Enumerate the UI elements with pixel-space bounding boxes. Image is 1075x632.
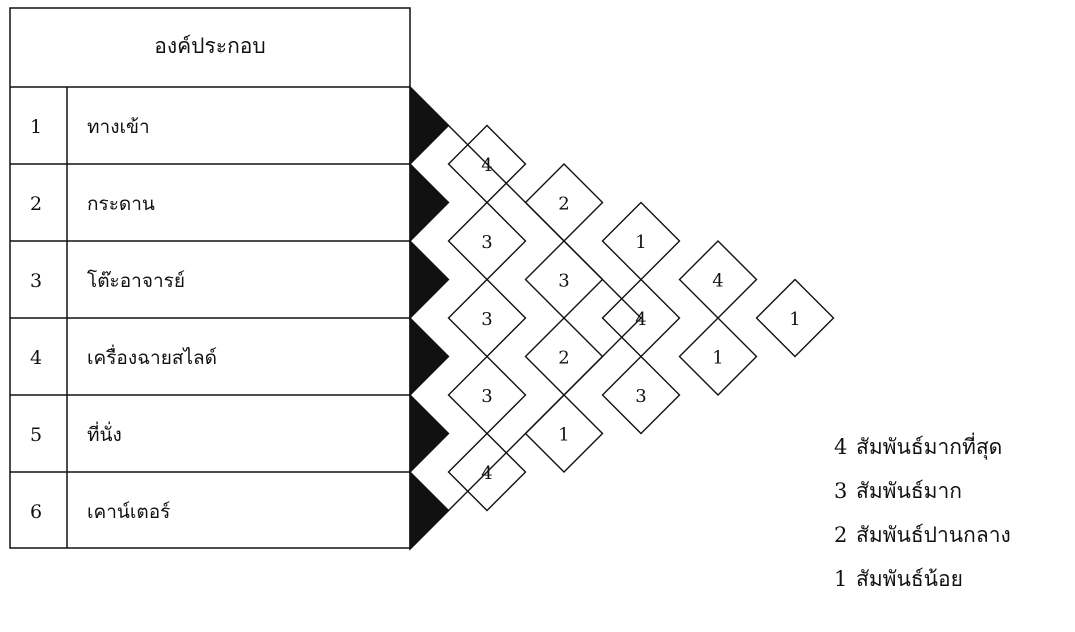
relationship-value: 4 — [481, 463, 492, 484]
legend-level: 4 — [834, 425, 856, 469]
relationship-value: 1 — [635, 232, 646, 253]
relationship-value: 4 — [481, 155, 492, 176]
row-marker — [410, 318, 449, 395]
relationship-value: 3 — [635, 386, 646, 407]
relationship-matrix: 4 2 1 4 1 3 3 4 1 3 2 3 3 1 4 — [410, 87, 834, 549]
row-marker — [410, 395, 449, 472]
table-header: องค์ประกอบ — [154, 34, 265, 58]
relationship-value: 4 — [712, 271, 723, 292]
row-number: 2 — [30, 193, 42, 215]
row-number: 4 — [30, 347, 42, 369]
row-label: ที่นั่ง — [87, 421, 122, 446]
legend-text: สัมพันธ์น้อย — [856, 567, 963, 591]
relationship-value: 1 — [558, 425, 569, 446]
row-label: กระดาน — [87, 193, 155, 215]
row-number: 5 — [30, 424, 42, 446]
relationship-value: 3 — [481, 232, 492, 253]
row-marker — [410, 87, 449, 164]
relationship-value: 1 — [789, 309, 800, 330]
row-number: 1 — [30, 116, 42, 138]
relationship-value: 3 — [481, 386, 492, 407]
components-table: องค์ประกอบ 1 ทางเข้า 2 กระดาน 3 โต๊ะอาจา… — [10, 8, 410, 548]
row-number: 3 — [30, 270, 42, 292]
row-number: 6 — [30, 501, 42, 523]
legend-level: 3 — [834, 469, 856, 513]
table-border — [10, 8, 410, 548]
row-marker — [410, 241, 449, 318]
relationship-value: 4 — [635, 309, 646, 330]
legend-text: สัมพันธ์มาก — [856, 479, 962, 503]
row-label: โต๊ะอาจารย์ — [87, 269, 185, 292]
row-label: เคาน์เตอร์ — [87, 501, 170, 523]
relationship-value: 3 — [481, 309, 492, 330]
row-label: ทางเข้า — [87, 116, 150, 138]
relationship-value: 2 — [558, 194, 569, 215]
row-marker — [410, 164, 449, 241]
relationship-value: 3 — [558, 271, 569, 292]
legend-level: 2 — [834, 513, 856, 557]
legend-level: 1 — [834, 557, 856, 601]
relationship-value: 2 — [558, 348, 569, 369]
relationship-value: 1 — [712, 348, 723, 369]
legend-text: สัมพันธ์ปานกลาง — [856, 523, 1011, 547]
row-marker — [410, 472, 449, 549]
legend-text: สัมพันธ์มากที่สุด — [856, 435, 1002, 459]
row-label: เครื่องฉายสไลด์ — [87, 344, 217, 369]
